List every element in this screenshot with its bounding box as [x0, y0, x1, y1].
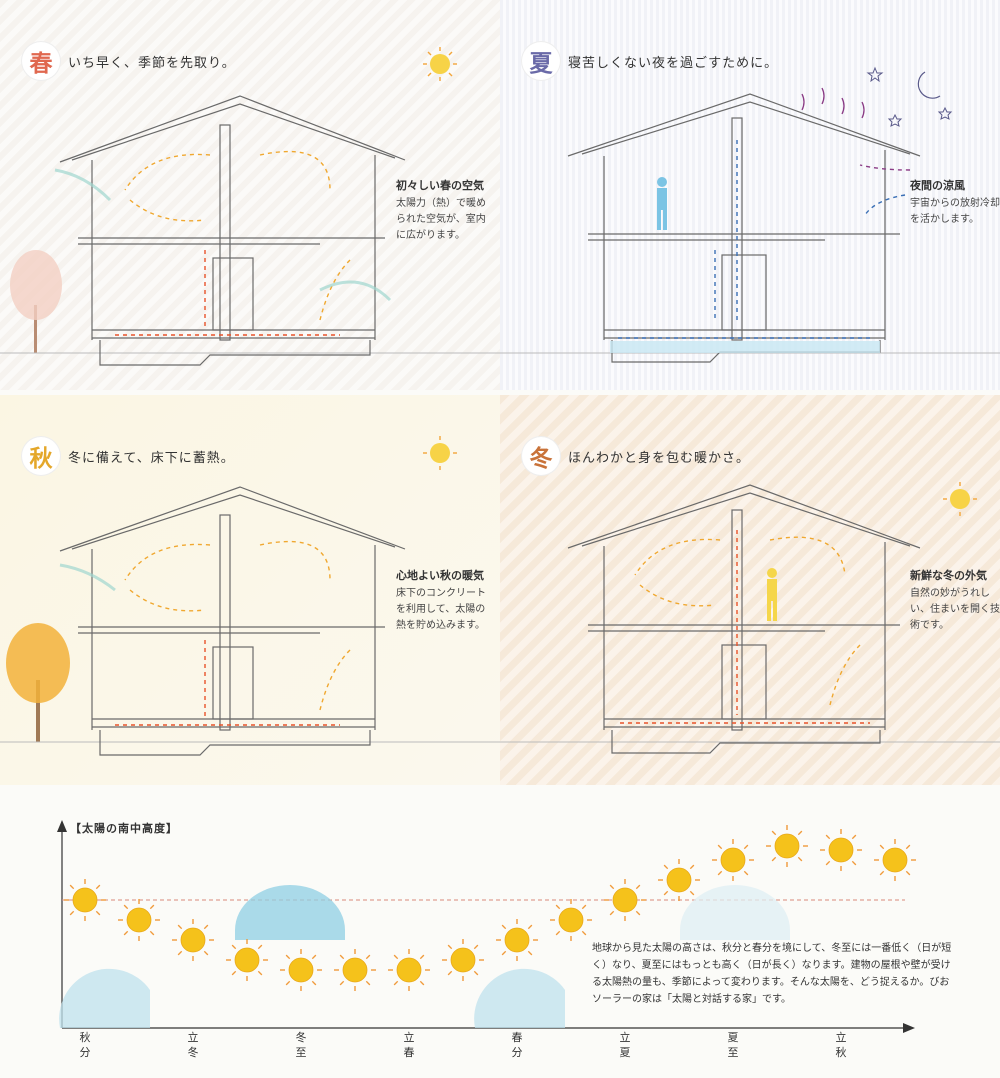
spring-badge-text: 春: [29, 50, 53, 77]
chart-x-axis-arrow-icon: [903, 1023, 915, 1033]
autumn-airflow-arrows: [115, 540, 351, 726]
autumn-tree-icon: [6, 623, 70, 742]
summer-note-title: 夜間の涼風: [910, 179, 965, 192]
sun-mark: [118, 899, 160, 941]
autumn-badge: 秋: [22, 437, 60, 475]
chart-x-tick-label: 立春: [403, 1031, 415, 1059]
spring-wind-swirl-left: [54, 168, 112, 202]
chart-x-tick-label: 秋分: [79, 1031, 91, 1059]
winter-note-body: 自然の妙がうれしい、住まいを開く技術です。: [910, 588, 1000, 631]
sun-mark: [658, 859, 700, 901]
spring-sun-icon: [423, 47, 457, 81]
autumn-house-diagram: [0, 436, 500, 756]
winter-heading: ほんわかと身を包む暖かさ。: [568, 451, 751, 466]
winter-badge-text: 冬: [529, 445, 553, 472]
spring-badge: 春: [22, 42, 60, 80]
sun-mark: [712, 839, 754, 881]
sun-mark: [550, 899, 592, 941]
sun-mark: [820, 829, 862, 871]
winter-person-icon: [767, 568, 777, 621]
spring-airflow-arrows: [115, 150, 351, 336]
sun-mark: [442, 939, 484, 981]
winter-panel: 冬 ほんわかと身を包む暖かさ。: [500, 395, 1000, 785]
spring-tree-icon: [10, 250, 62, 353]
chart-x-tick-label: 春分: [511, 1031, 523, 1059]
sun-mark: [388, 949, 430, 991]
summer-person-icon: [657, 177, 667, 230]
spring-house-diagram: [0, 47, 500, 366]
autumn-note-body: 床下のコンクリートを利用して、太陽の熱を貯め込みます。: [396, 588, 486, 631]
autumn-panel: 秋 冬に備えて、床下に蓄熱。: [0, 395, 500, 785]
autumn-note-title: 心地よい秋の暖気: [396, 569, 484, 582]
globe-illustrations: [59, 885, 790, 1028]
sun-mark: [334, 949, 376, 991]
sun-mark: [226, 939, 268, 981]
chart-x-tick-label: 立夏: [619, 1031, 631, 1059]
summer-moon-icon: [917, 71, 941, 99]
sun-mark: [496, 919, 538, 961]
chart-x-tick-label: 冬至: [295, 1031, 307, 1059]
summer-heading: 寝苦しくない夜を過ごすために。: [568, 56, 779, 71]
autumn-heading: 冬に備えて、床下に蓄熱。: [68, 451, 235, 466]
spring-wind-swirl: [319, 280, 392, 302]
sun-mark: [604, 879, 646, 921]
chart-description: 地球から見た太陽の高さは、秋分と春分を境にして、冬至には一番低く（日が短く）なり…: [592, 943, 952, 1005]
summer-underfloor-cool: [610, 341, 880, 353]
chart-y-axis-arrow-icon: [57, 820, 67, 832]
sun-mark: [64, 879, 106, 921]
winter-note-title: 新鮮な冬の外気: [910, 569, 987, 582]
summer-house-outline: [567, 93, 921, 363]
winter-badge: 冬: [522, 437, 560, 475]
chart-x-tick-label: 立秋: [835, 1031, 847, 1059]
winter-house-outline: [567, 484, 921, 754]
summer-note-body: 宇宙からの放射冷却を活かします。: [910, 198, 1000, 225]
sun-mark: [874, 839, 916, 881]
sun-mark: [766, 825, 808, 867]
summer-airflow-arrows: [618, 140, 911, 339]
winter-airflow-arrows: [620, 530, 870, 724]
autumn-sun-icon: [423, 436, 457, 470]
chart-title: 【太陽の南中高度】: [70, 822, 178, 835]
winter-house-diagram: [500, 482, 1000, 754]
sun-mark: [172, 919, 214, 961]
summer-heat-escape-arrows: [801, 87, 865, 119]
spring-panel: 春 いち早く、季節を先取り。: [0, 0, 500, 390]
autumn-house-outline: [59, 486, 406, 756]
summer-badge-text: 夏: [529, 50, 553, 77]
sun-mark: [280, 949, 322, 991]
summer-badge: 夏: [522, 42, 560, 80]
spring-house-outline: [59, 95, 406, 366]
sun-marks: [64, 825, 916, 991]
spring-heading: いち早く、季節を先取り。: [68, 56, 236, 71]
summer-panel: 夏 寝苦しくない夜を過ごすために。: [500, 0, 1000, 390]
summer-star-icon: [866, 66, 953, 127]
winter-sun-icon: [943, 482, 977, 516]
autumn-wind-swirl: [59, 563, 116, 592]
chart-x-tick-label: 夏至: [727, 1031, 739, 1059]
summer-house-diagram: [500, 66, 1000, 363]
sun-altitude-chart: [57, 820, 916, 1033]
spring-note-title: 初々しい春の空気: [396, 179, 484, 192]
autumn-badge-text: 秋: [29, 445, 53, 472]
chart-x-tick-label: 立冬: [187, 1031, 199, 1059]
spring-note-body: 太陽力（熱）で暖められた空気が、室内に広がります。: [396, 198, 486, 241]
